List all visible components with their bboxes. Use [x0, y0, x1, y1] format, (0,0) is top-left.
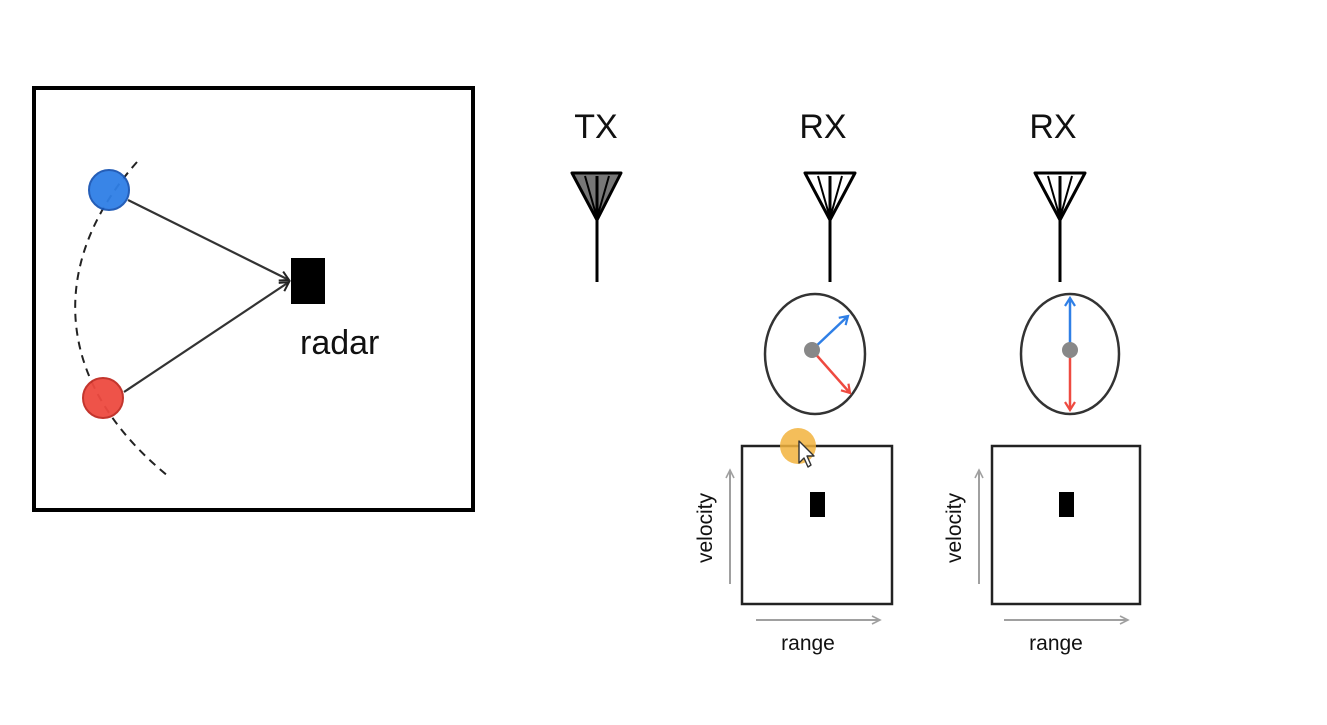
red-target-path	[123, 282, 289, 393]
cursor-highlight	[780, 428, 816, 468]
radar-box	[291, 258, 325, 304]
phase-ellipse-1	[763, 292, 867, 416]
cursor-pointer-icon	[798, 440, 815, 468]
rx1-antenna: RX	[799, 108, 857, 282]
phase-arrow-red-1	[811, 349, 852, 395]
scene-panel: radar	[32, 86, 475, 512]
plot1-frame	[740, 444, 894, 606]
blue-target-path	[127, 199, 289, 280]
rx2-label: RX	[1029, 108, 1076, 146]
scene-frame	[32, 86, 475, 512]
plot1-detection	[810, 492, 825, 517]
rx2-antenna: RX	[1029, 108, 1087, 282]
range-velocity-plot-2: velocity range	[943, 444, 1142, 655]
rx1-label: RX	[799, 108, 846, 146]
target-arc	[74, 161, 169, 477]
plot1-y-label: velocity	[694, 492, 717, 563]
blue-target	[88, 169, 130, 211]
plot1-x-label: range	[781, 632, 835, 655]
tx-label: TX	[574, 108, 617, 146]
phase-ellipse-2	[1019, 292, 1121, 416]
plot2-frame	[990, 444, 1142, 606]
red-target	[82, 377, 124, 419]
cursor-halo	[780, 428, 816, 464]
range-velocity-plot-1: velocity range	[694, 444, 894, 655]
plot2-x-label: range	[1029, 632, 1083, 655]
plot2-y-label: velocity	[943, 492, 966, 563]
tx-antenna: TX	[570, 108, 623, 282]
plot2-detection	[1059, 492, 1074, 517]
phase-arrow-blue-1	[811, 314, 850, 351]
phase-center-2	[1062, 342, 1078, 358]
phase-center-1	[804, 342, 820, 358]
radar-label: radar	[300, 324, 379, 362]
